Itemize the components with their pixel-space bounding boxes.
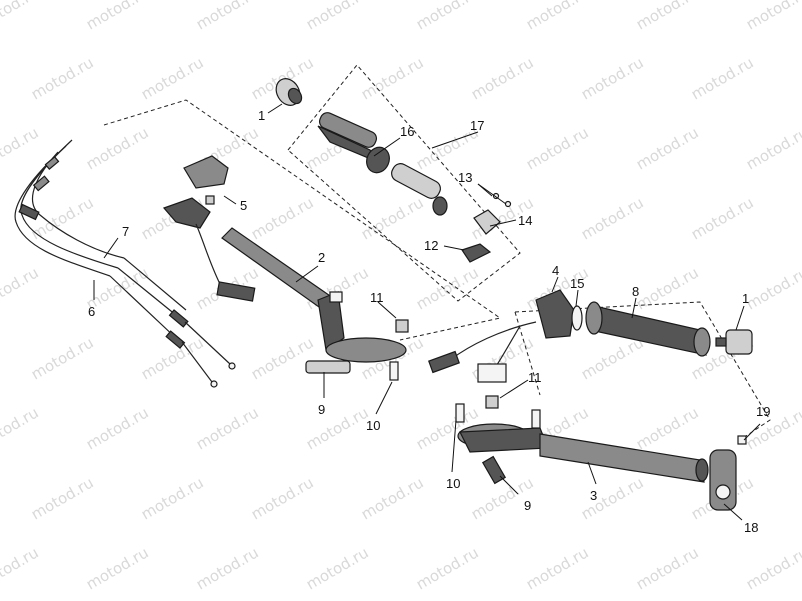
callout-9-left: 9 — [318, 402, 325, 417]
watermark-text: motod.ru — [743, 0, 802, 33]
watermark-text: motod.ru — [138, 53, 207, 103]
callout-12: 12 — [424, 238, 438, 253]
watermark-text: motod.ru — [468, 53, 537, 103]
callout-4: 4 — [552, 263, 559, 278]
callout-15: 15 — [570, 276, 584, 291]
callout-19: 19 — [756, 404, 770, 419]
callout-14: 14 — [518, 213, 532, 228]
watermark-text: motod.ru — [28, 473, 97, 523]
watermark-text: motod.ru — [193, 403, 262, 453]
watermark-text: motod.ru — [83, 543, 152, 593]
callout-9-right: 9 — [524, 498, 531, 513]
callout-1-top: 1 — [258, 108, 265, 123]
watermark-text: motod.ru — [633, 543, 702, 593]
watermark-text: motod.ru — [633, 0, 702, 33]
watermark-text: motod.ru — [28, 333, 97, 383]
callout-3: 3 — [590, 488, 597, 503]
watermark-text: motod.ru — [0, 123, 42, 173]
callout-13: 13 — [458, 170, 472, 185]
kit-17-frame — [287, 64, 521, 302]
callout-5: 5 — [240, 198, 247, 213]
watermark-text: motod.ru — [743, 263, 802, 313]
watermark-text: motod.ru — [523, 543, 592, 593]
callout-10-left: 10 — [366, 418, 380, 433]
watermark-text: motod.ru — [743, 543, 802, 593]
callout-labels: 1 1 2 3 4 5 6 7 8 9 9 10 10 11 11 12 13 … — [88, 108, 770, 535]
watermark-text: motod.ru — [0, 263, 42, 313]
left-handlebar — [221, 227, 409, 381]
watermark-text: motod.ru — [248, 333, 317, 383]
watermark-text: motod.ru — [413, 543, 482, 593]
right-grip — [585, 301, 711, 357]
watermark-text: motod.ru — [303, 403, 372, 453]
watermark-text: motod.ru — [633, 403, 702, 453]
watermark-text: motod.ru — [28, 53, 97, 103]
leader-lines — [93, 103, 761, 521]
watermark-text: motod.ru — [578, 473, 647, 523]
watermark-text: motod.ru — [578, 333, 647, 383]
grip-end-weight-top — [275, 78, 303, 106]
callout-1-right: 1 — [742, 291, 749, 306]
watermark-text: motod.ru — [798, 333, 802, 383]
callout-11-left: 11 — [370, 290, 384, 305]
callout-16: 16 — [400, 124, 414, 139]
watermark-text: motod.ru — [688, 53, 757, 103]
watermark-text: motod.ru — [798, 53, 802, 103]
callout-10-right: 10 — [446, 476, 460, 491]
callout-11-right: 11 — [528, 370, 542, 385]
watermark-text: motod.ru — [83, 123, 152, 173]
callout-8: 8 — [632, 284, 639, 299]
watermark-text: motod.ru — [248, 193, 317, 243]
watermark-text: motod.ru — [0, 0, 42, 33]
watermark-text: motod.ru — [28, 193, 97, 243]
watermark-text: motod.ru — [138, 473, 207, 523]
grip-end-weight-right — [715, 329, 753, 355]
right-assembly-frame — [514, 301, 771, 441]
callout-2: 2 — [318, 250, 325, 265]
watermark-text: motod.ru — [303, 543, 372, 593]
watermark-text: motod.ru — [798, 193, 802, 243]
callout-18: 18 — [744, 520, 758, 535]
watermark-text: motod.ru — [523, 0, 592, 33]
callout-17: 17 — [470, 118, 484, 133]
watermark-text: motod.ru — [578, 53, 647, 103]
watermark-text: motod.ru — [633, 263, 702, 313]
watermark-text: motod.ru — [303, 0, 372, 33]
watermark-text: motod.ru — [688, 193, 757, 243]
watermark-text: motod.ru — [798, 473, 802, 523]
watermark-text: motod.ru — [633, 123, 702, 173]
watermark-text: motod.ru — [578, 193, 647, 243]
watermark-text: motod.ru — [523, 123, 592, 173]
left-assembly-frame — [103, 99, 502, 341]
watermark-text: motod.ru — [193, 0, 262, 33]
watermark-text: motod.ru — [0, 403, 42, 453]
watermark-text: motod.ru — [248, 473, 317, 523]
callout-7: 7 — [122, 224, 129, 239]
watermark-text: motod.ru — [358, 193, 427, 243]
right-handlebar — [455, 395, 747, 511]
callout-6: 6 — [88, 304, 95, 319]
throttle-cables — [14, 139, 236, 388]
grip-kit — [317, 112, 512, 263]
watermark-text: motod.ru — [413, 0, 482, 33]
watermark-text: motod.ru — [358, 473, 427, 523]
watermark-text: motod.ru — [0, 543, 42, 593]
right-switch-housing — [428, 289, 583, 383]
watermark-text: motod.ru — [413, 263, 482, 313]
watermark-text: motod.ru — [743, 403, 802, 453]
watermark-text: motod.ru — [193, 543, 262, 593]
left-switch-housing — [162, 155, 256, 302]
watermark-text: motod.ru — [743, 123, 802, 173]
watermark-text: motod.ru — [83, 0, 152, 33]
watermark-text: motod.ru — [83, 403, 152, 453]
